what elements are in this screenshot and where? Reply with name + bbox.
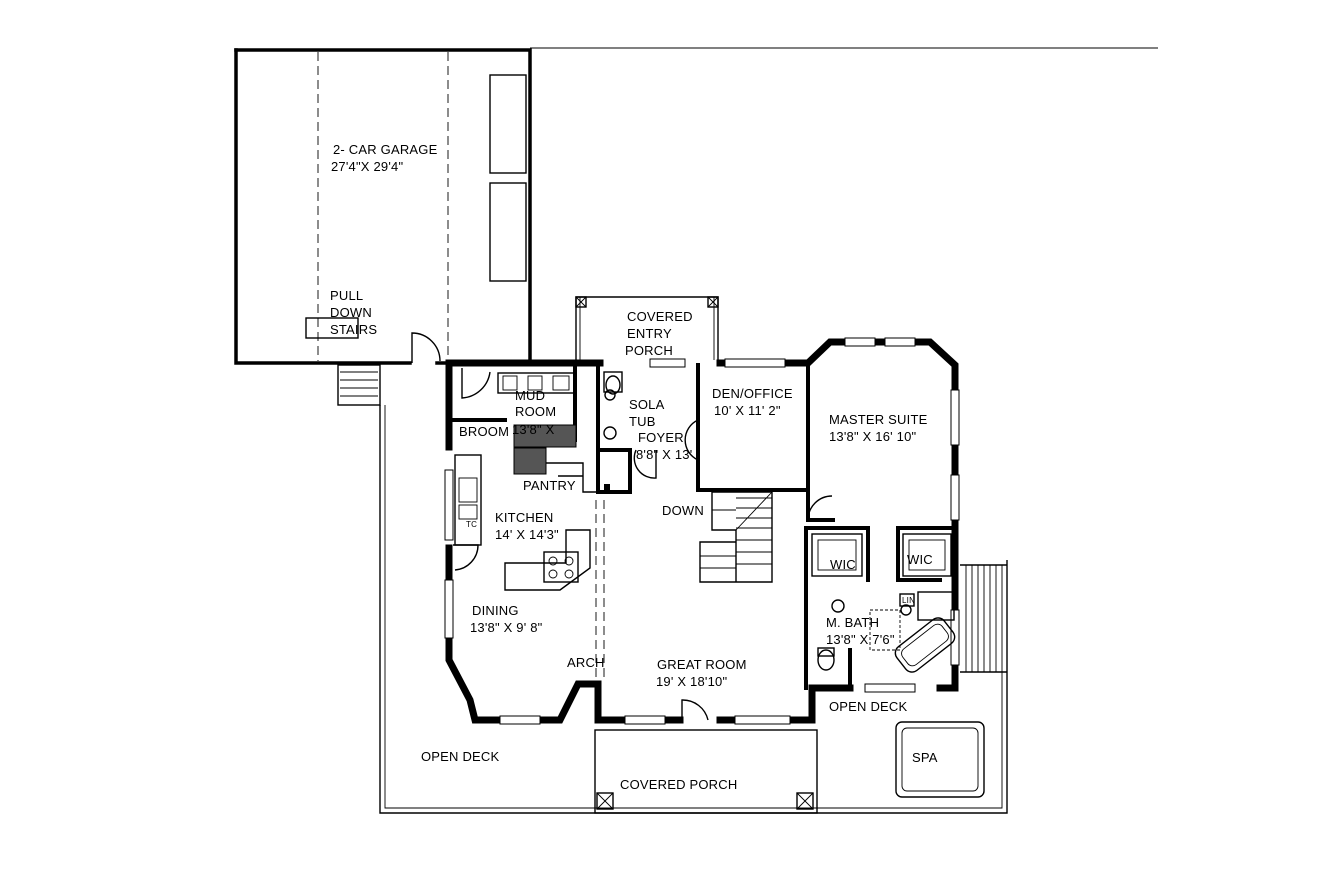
den-door-swing [684,419,699,461]
bath-window-bottom [864,683,916,693]
wic-right-label: WIC [907,552,933,567]
covered-entry-porch [575,296,719,360]
pull-down-stairs-line3: STAIRS [330,322,378,337]
kitchen-size: 14' X 14'3" [495,527,559,542]
garage-shelf-upper [489,74,527,174]
deck-stairs-right [960,564,1007,673]
shower-area [869,609,901,651]
mud-room-bench [513,424,577,448]
den-office-label: DEN/OFFICE [712,386,793,401]
master-fixtures [807,495,956,673]
spa-outline [895,721,985,798]
den-window [724,358,786,368]
refrigerator [513,447,547,475]
cooktop [543,551,579,583]
porch-post-left [596,792,614,810]
linen-closet [899,593,915,607]
great-room-window-left [624,715,666,725]
wic-left-outline [811,533,863,577]
master-window-side-2 [950,474,960,521]
master-window-side [950,389,960,446]
master-window-top-left [844,337,876,347]
wic-right-outline [902,533,952,577]
garage-steps [337,364,381,406]
powder-room-toilet-tank [603,371,623,393]
master-bath-label: M. BATH [826,615,880,630]
great-room-window-right [734,715,791,725]
exterior-walls [444,337,960,725]
foyer-closet-door [633,449,657,479]
dining-window-bottom [499,715,541,725]
powder-room-sink [603,426,617,440]
pull-down-stairs-line2: DOWN [330,305,372,320]
covered-porch-area [594,729,818,814]
arch-label: ARCH [567,655,605,670]
bath-sink [831,599,845,613]
foyer-size: 8'8" X 13' [636,447,693,462]
foyer-fixtures [603,371,699,490]
open-deck-right-label: OPEN DECK [829,699,908,714]
great-room-door-swing [681,699,709,721]
master-door-swing [807,495,833,521]
bath-tub [894,617,956,673]
dining-window [444,579,454,639]
kitchen-deck-door [453,544,479,571]
sola-tub-line2: TUB [629,414,656,429]
spa-label: SPA [912,750,938,765]
deck-outline [379,405,1008,814]
kitchen-sink [458,477,478,503]
mud-room-door-swing [461,368,491,399]
stairs-down-label: DOWN [662,503,704,518]
stairs-down [699,491,773,583]
open-deck-left-label: OPEN DECK [421,749,500,764]
broom-label: BROOM [459,424,510,439]
interior-walls [447,363,957,690]
pull-down-stairs-hatch [305,317,359,339]
kitchen-window [444,469,454,541]
entry-porch-line1: COVERED [627,309,693,324]
mud-room-size: 13'8" X [512,422,555,437]
mud-room-line2: ROOM [515,404,557,419]
master-window-top-right [884,337,916,347]
sola-tub-line1: SOLA [629,397,665,412]
great-room-label: GREAT ROOM [657,657,747,672]
mud-room-counter [497,372,575,394]
kitchen-island [504,529,591,591]
garage-size: 27'4"X 29'4" [331,159,404,174]
wic-left-label: WIC [830,557,856,572]
trash-compactor-label: TC [466,520,478,529]
covered-porch-label: COVERED PORCH [620,777,738,792]
kitchen-fixtures [453,368,591,591]
garage-door-swing [411,332,441,363]
den-office-size: 10' X 11' 2" [714,403,781,418]
porch-post-right [796,792,814,810]
garage [234,48,532,406]
master-suite-size: 13'8" X 16' 10" [829,429,917,444]
corner-shower [917,591,955,621]
kitchen-label: KITCHEN [495,510,554,525]
sola-tub-light [604,389,616,401]
foyer-label: FOYER [638,430,684,445]
pantry-label: PANTRY [523,478,576,493]
master-bath-size: 13'8" X 7'6" [826,632,895,647]
great-room-size: 19' X 18'10" [656,674,728,689]
dining-label: DINING [472,603,519,618]
foyer-window [649,358,686,368]
dining-size: 13'8" X 9' 8" [470,620,543,635]
entry-porch-line3: PORCH [625,343,673,358]
garage-label: 2- CAR GARAGE [333,142,438,157]
entry-porch-line2: ENTRY [627,326,672,341]
pull-down-stairs-line1: PULL [330,288,364,303]
bath-toilet [817,649,835,671]
master-suite-label: MASTER SUITE [829,412,928,427]
garage-shelf-lower [489,182,527,282]
linen-label: LIN [902,596,916,605]
mud-room-line1: MUD [515,388,546,403]
